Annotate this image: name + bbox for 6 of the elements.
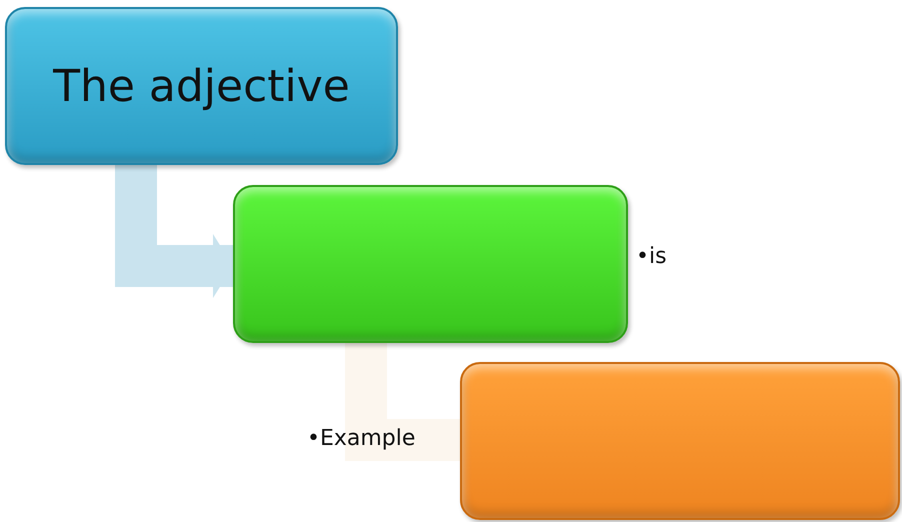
rounded-box (233, 185, 628, 343)
rounded-box (460, 362, 900, 520)
bullet-text: •Example (307, 426, 416, 451)
rounded-box (5, 7, 398, 165)
box-title: The adjective (53, 60, 350, 112)
bullet-text: •is (636, 244, 667, 269)
